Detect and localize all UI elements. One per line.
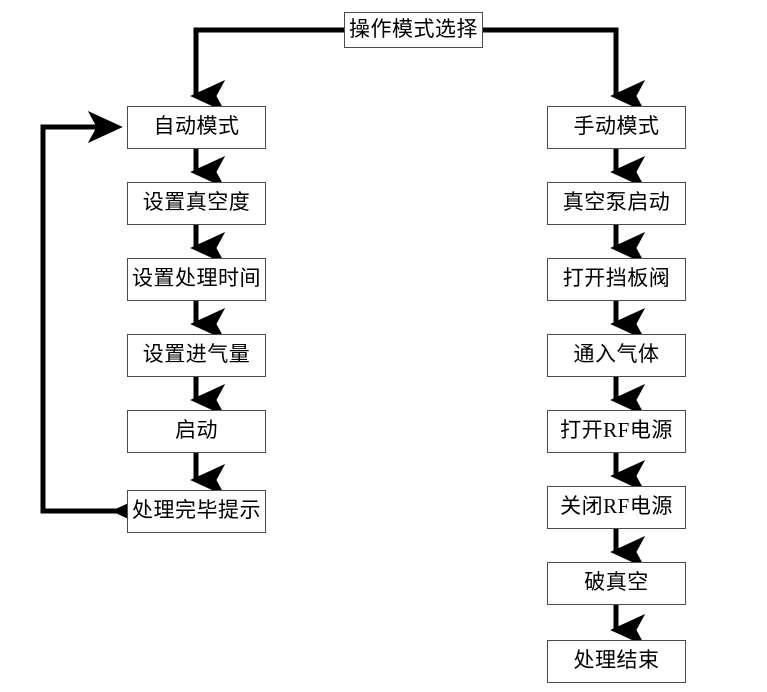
node-operation-mode-select[interactable]: 操作模式选择 [344, 12, 483, 48]
node-auto-mode[interactable]: 自动模式 [127, 106, 266, 149]
node-label: 关闭RF电源 [560, 494, 673, 518]
node-set-gas-inflow[interactable]: 设置进气量 [127, 334, 266, 377]
connector-branch-left [190, 27, 344, 113]
node-label: 破真空 [584, 570, 649, 594]
node-process-done-prompt[interactable]: 处理完毕提示 [127, 490, 266, 533]
node-label: 设置进气量 [142, 342, 251, 366]
node-vacuum-pump-start[interactable]: 真空泵启动 [547, 182, 686, 225]
node-label: 打开挡板阀 [562, 266, 671, 290]
node-label: 手动模式 [573, 114, 660, 138]
node-start[interactable]: 启动 [127, 410, 266, 453]
node-feed-gas[interactable]: 通入气体 [547, 334, 686, 377]
node-set-process-time[interactable]: 设置处理时间 [127, 258, 266, 301]
connector-feedback-loop [40, 110, 147, 528]
node-rf-power-on[interactable]: 打开RF电源 [547, 410, 686, 453]
node-label: 打开RF电源 [560, 418, 673, 442]
node-set-vacuum-level[interactable]: 设置真空度 [127, 182, 266, 225]
node-label: 操作模式选择 [349, 16, 478, 41]
node-label: 设置处理时间 [132, 266, 261, 290]
node-label: 通入气体 [573, 342, 660, 366]
node-label: 启动 [175, 418, 218, 442]
node-process-end[interactable]: 处理结束 [547, 640, 686, 683]
node-manual-mode[interactable]: 手动模式 [547, 106, 686, 149]
node-rf-power-off[interactable]: 关闭RF电源 [547, 486, 686, 529]
node-label: 自动模式 [153, 114, 240, 138]
node-label: 处理结束 [573, 648, 660, 672]
connector-branch-right [483, 27, 646, 113]
node-vent-vacuum[interactable]: 破真空 [547, 562, 686, 605]
node-open-baffle-valve[interactable]: 打开挡板阀 [547, 258, 686, 301]
node-label: 设置真空度 [142, 190, 251, 214]
node-label: 处理完毕提示 [132, 498, 261, 522]
node-label: 真空泵启动 [562, 190, 671, 214]
